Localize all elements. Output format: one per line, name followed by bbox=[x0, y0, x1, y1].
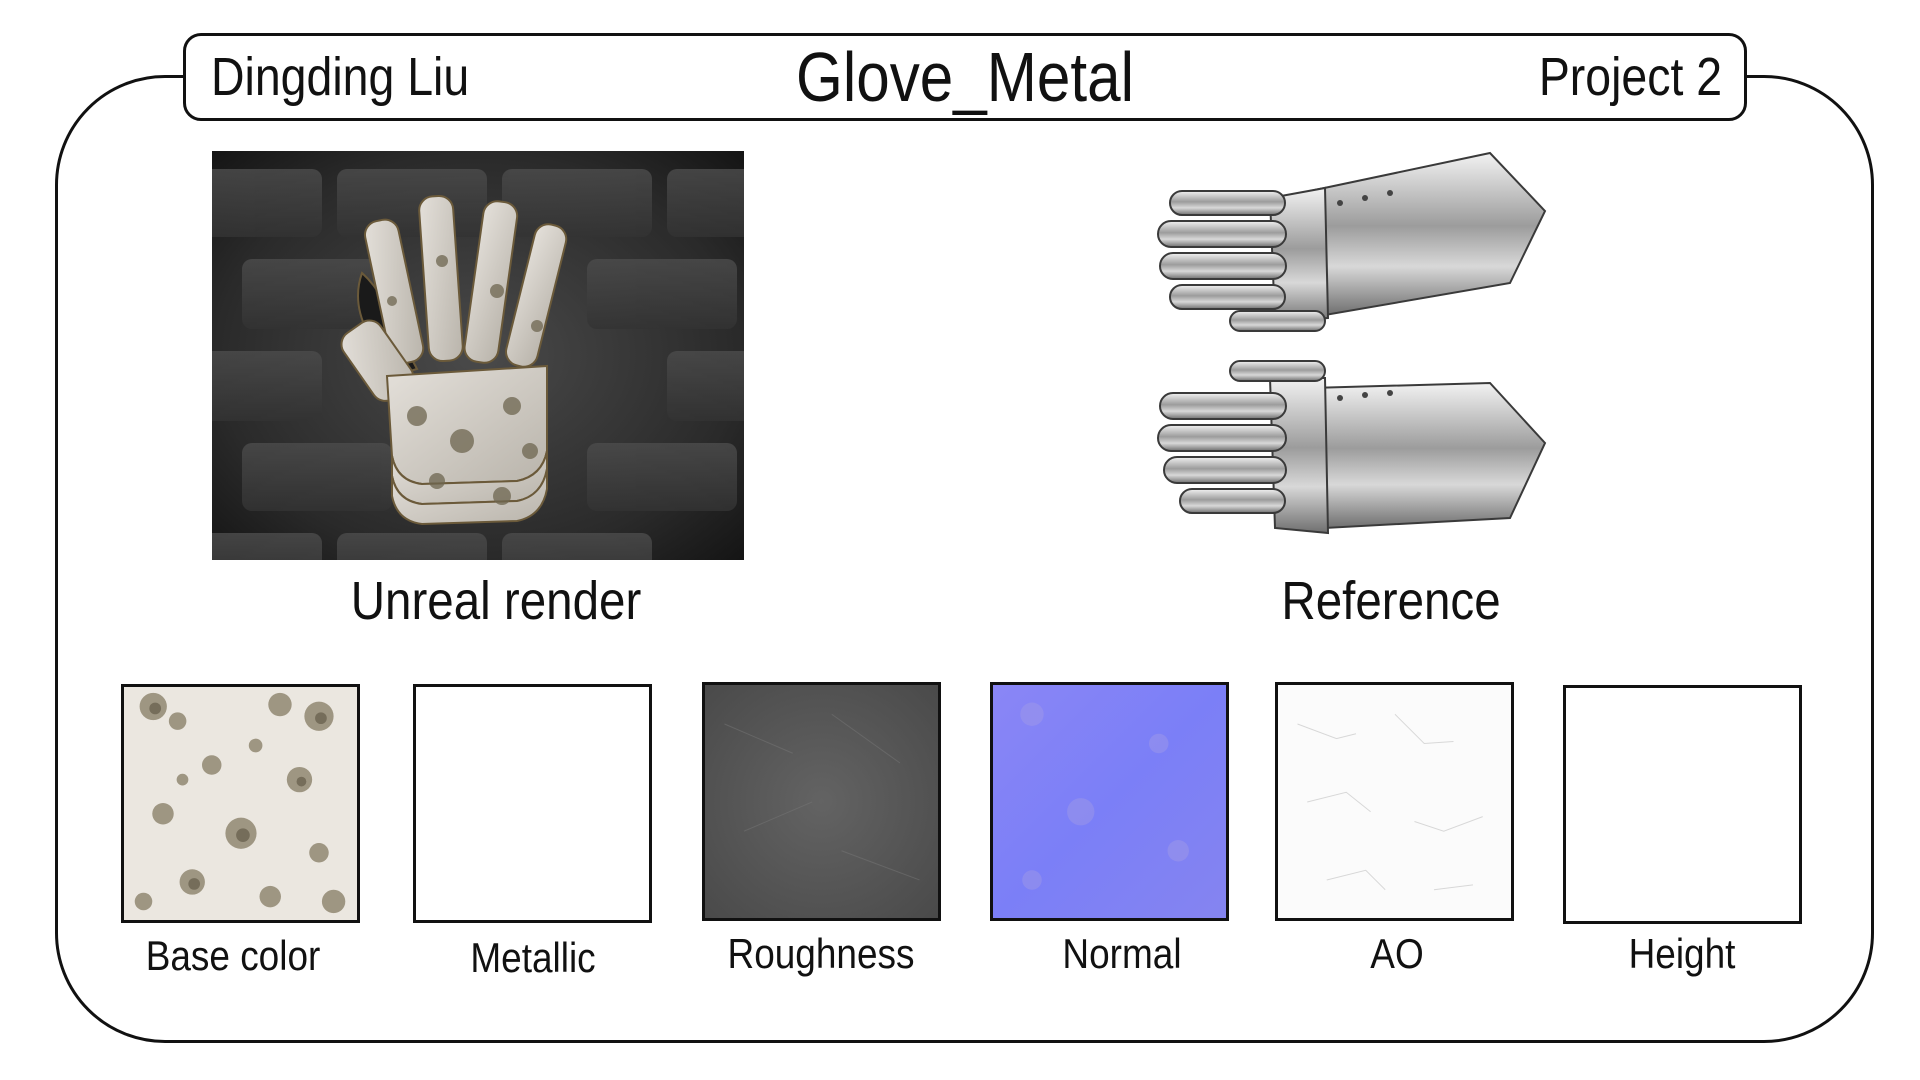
ao-swatch bbox=[1275, 682, 1514, 921]
metallic-swatch bbox=[413, 684, 652, 923]
author-name: Dingding Liu bbox=[211, 47, 470, 107]
project-label: Project 2 bbox=[1538, 47, 1722, 107]
unreal-render-image bbox=[212, 151, 744, 560]
base-color-label: Base color bbox=[145, 932, 321, 979]
ao-label: AO bbox=[1370, 930, 1424, 977]
reference-image bbox=[1150, 143, 1580, 563]
render-caption: Unreal render bbox=[350, 571, 642, 631]
base-color-swatch bbox=[121, 684, 360, 923]
page-title: Glove_Metal bbox=[796, 38, 1134, 116]
reference-caption: Reference bbox=[1281, 571, 1501, 631]
normal-label: Normal bbox=[1062, 930, 1182, 977]
metallic-label: Metallic bbox=[470, 934, 596, 981]
roughness-swatch bbox=[702, 682, 941, 921]
height-label: Height bbox=[1628, 930, 1736, 977]
roughness-label: Roughness bbox=[727, 930, 915, 977]
height-swatch bbox=[1563, 685, 1802, 924]
normal-swatch bbox=[990, 682, 1229, 921]
title-bar: Dingding Liu Glove_Metal Project 2 bbox=[183, 33, 1747, 121]
